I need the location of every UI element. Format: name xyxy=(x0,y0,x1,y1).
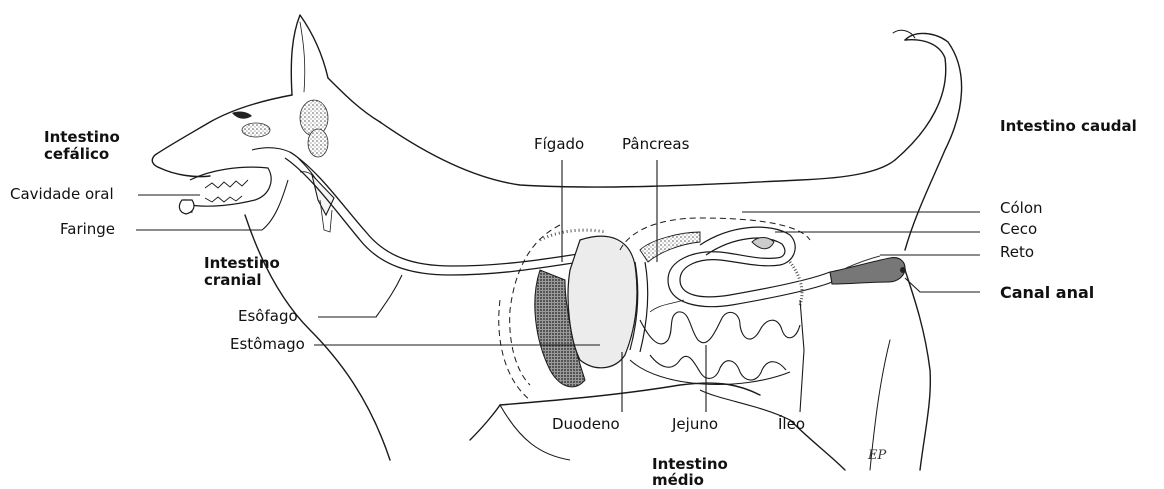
label-cavidade-oral: Cavidade oral xyxy=(10,186,114,203)
label-jejuno: Jejuno xyxy=(672,416,718,433)
stomach xyxy=(568,236,637,368)
label-intestino-cranial-line2: cranial xyxy=(204,272,262,289)
label-figado: Fígado xyxy=(534,136,584,153)
mesentery xyxy=(790,262,802,305)
label-colon: Cólon xyxy=(1000,200,1043,217)
label-intestino-caudal: Intestino caudal xyxy=(1000,118,1137,135)
label-esofago: Esôfago xyxy=(238,308,298,325)
esophagus xyxy=(285,152,580,275)
artist-signature: EP xyxy=(868,448,886,463)
label-intestino-cefalico-line2: cefálico xyxy=(44,146,109,163)
cecum xyxy=(752,238,774,249)
label-reto: Reto xyxy=(1000,244,1034,261)
rectum xyxy=(830,258,905,284)
belly-outline xyxy=(500,390,790,460)
oral-cavity xyxy=(179,167,271,214)
dog-outline xyxy=(152,15,961,470)
eye xyxy=(232,112,252,119)
label-estomago: Estômago xyxy=(230,336,305,353)
salivary-gland-lower xyxy=(308,129,328,157)
label-pancreas: Pâncreas xyxy=(622,136,689,153)
label-ceco: Ceco xyxy=(1000,221,1037,238)
parotid-gland xyxy=(242,123,270,137)
label-intestino-medio-line2: médio xyxy=(652,472,704,489)
label-intestino-cranial-line1: Intestino xyxy=(204,255,280,272)
label-intestino-cefalico-line1: Intestino xyxy=(44,129,120,146)
anus xyxy=(900,267,906,273)
label-duodeno: Duodeno xyxy=(552,416,620,433)
label-canal-anal: Canal anal xyxy=(1000,284,1094,301)
label-faringe: Faringe xyxy=(60,221,115,238)
label-ileo: Íleo xyxy=(778,416,805,433)
pancreas xyxy=(640,232,700,262)
pharynx xyxy=(252,148,334,232)
jejunum xyxy=(630,300,800,385)
